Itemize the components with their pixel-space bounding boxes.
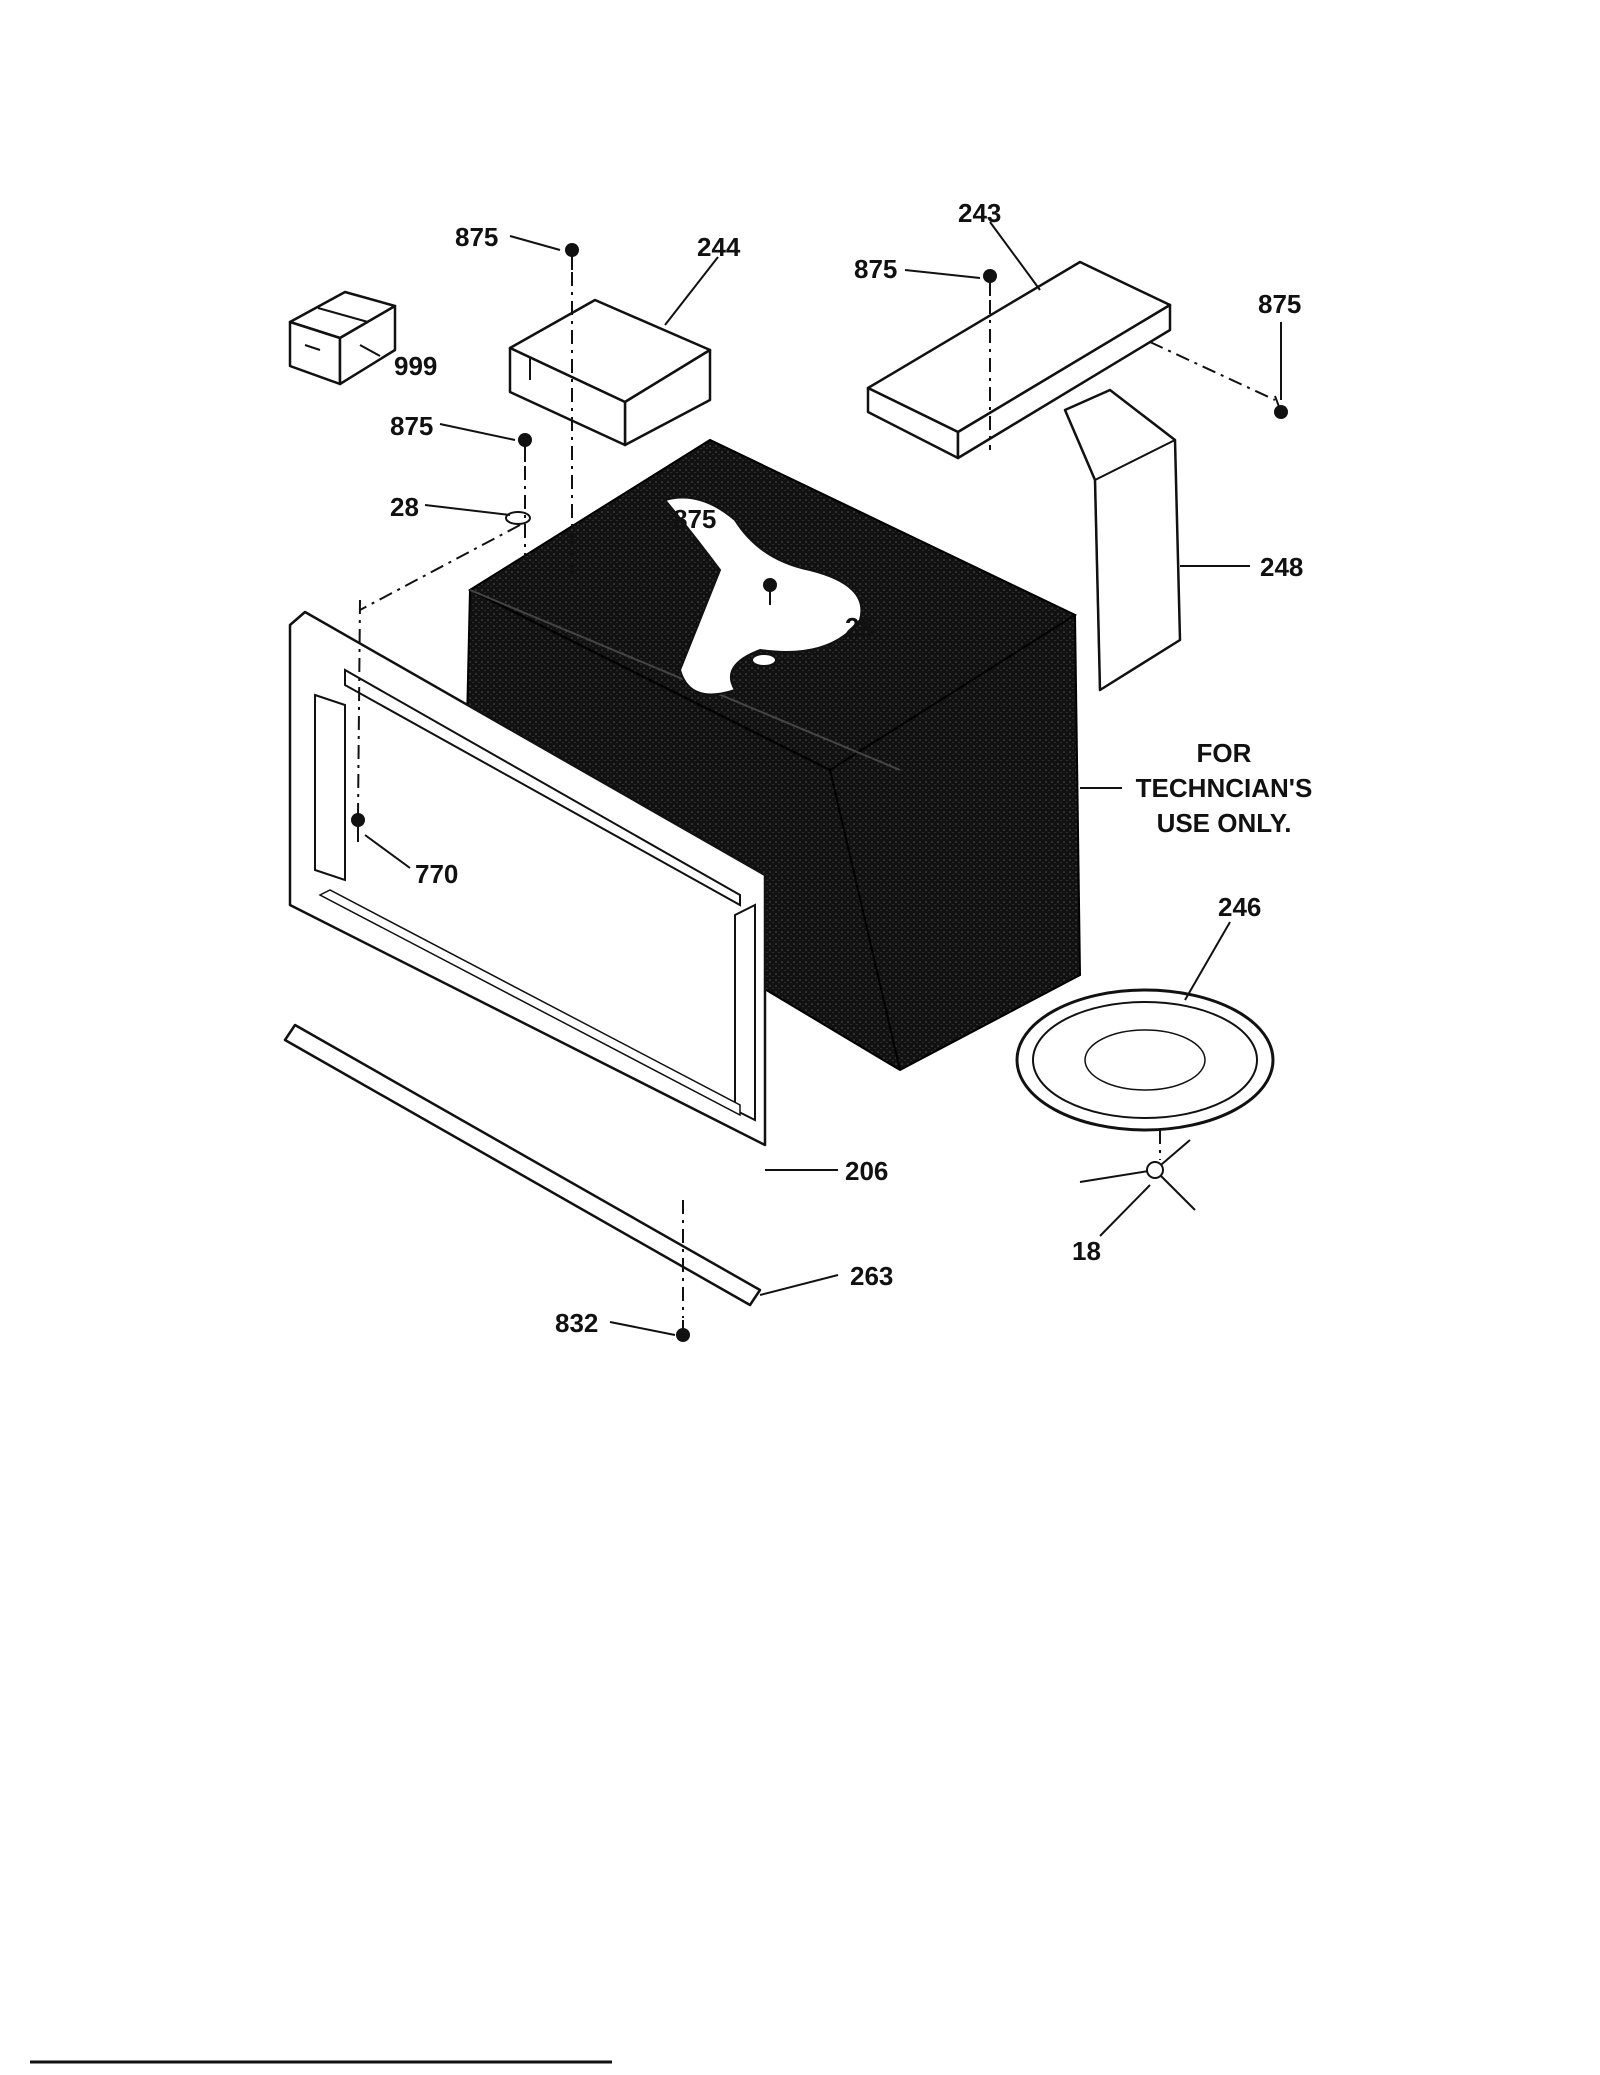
screw-icon — [518, 433, 532, 462]
callout-18: 18 — [1072, 1236, 1101, 1266]
part-248-panel — [1063, 388, 1182, 692]
callout-263: 263 — [850, 1261, 893, 1291]
callout-28: 28 — [390, 492, 419, 522]
callout-244: 244 — [697, 232, 741, 262]
callout-875: 875 — [455, 222, 498, 252]
assembly-lines — [357, 272, 1276, 1318]
microwave-cabinet — [463, 438, 1082, 1072]
washer-icon — [505, 511, 531, 525]
part-999-box — [288, 290, 397, 386]
part-246-tray — [1015, 988, 1275, 1132]
note-line-1: FOR — [1197, 738, 1252, 768]
callout-243: 243 — [958, 198, 1001, 228]
screw-icon — [763, 578, 777, 605]
screw-icon — [351, 813, 365, 842]
part-18-support — [1079, 1139, 1196, 1211]
callout-206: 206 — [845, 1156, 888, 1186]
leader-lines — [359, 221, 1282, 1336]
callout-770: 770 — [415, 859, 458, 889]
note-line-3: USE ONLY. — [1157, 808, 1292, 838]
screw-icons — [351, 243, 1288, 1342]
callout-832: 832 — [555, 1308, 598, 1338]
part-244-cover — [508, 298, 712, 447]
callout-875: 875 — [390, 411, 433, 441]
screw-icon — [983, 269, 997, 296]
callout-875: 875 — [1258, 289, 1301, 319]
note-line-2: TECHNCIAN'S — [1136, 773, 1313, 803]
callout-28: 28 — [845, 612, 874, 642]
part-263-trim — [283, 1023, 762, 1307]
screw-icon — [565, 243, 579, 270]
washer-icon — [751, 653, 777, 667]
callout-999: 999 — [394, 351, 437, 381]
callout-248: 248 — [1260, 552, 1303, 582]
callout-875: 875 — [673, 504, 716, 534]
part-206-frame — [288, 610, 767, 1147]
screw-icon — [1274, 395, 1288, 419]
part-243-cover — [866, 260, 1172, 460]
screw-icon — [676, 1320, 690, 1342]
callout-246: 246 — [1218, 892, 1261, 922]
callout-875: 875 — [854, 254, 897, 284]
